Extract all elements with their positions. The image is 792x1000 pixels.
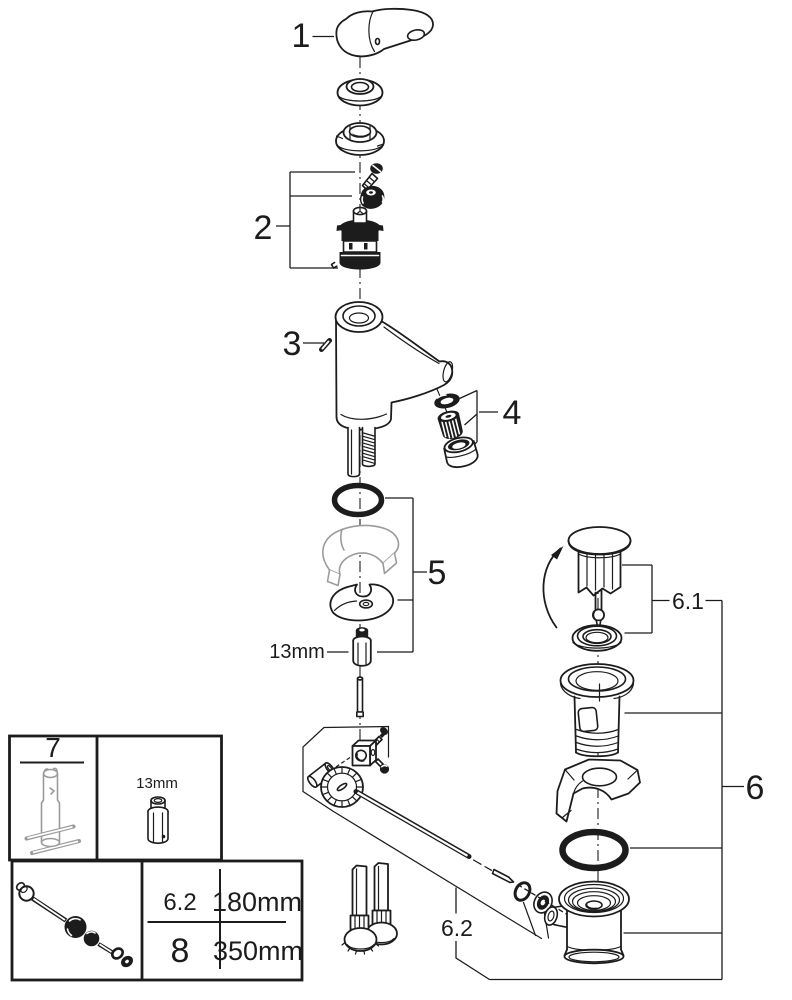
rod-o-ring [513,881,532,902]
rod-box [10,859,304,982]
rotate-arrow [542,547,562,629]
table-length-350: 350mm [213,936,303,966]
mounting-ring [335,122,385,156]
callout-label-3: 3 [283,325,302,363]
drain-tailpiece [543,880,630,965]
aerator-washer [434,393,460,409]
wrench-size-label: 13mm [269,641,325,663]
threaded-rod [356,676,364,718]
callout-label-5: 5 [428,554,447,592]
tool-box-label-7: 7 [45,732,61,763]
bracket-5 [377,497,427,653]
lever-handle [335,7,434,58]
callout-label-6-2: 6.2 [441,915,473,941]
dome-trim-ring [336,78,384,107]
aerator-insert [437,410,463,439]
body-o-ring [331,482,385,518]
bracket-6-2 [455,887,490,981]
bracket-2 [276,171,355,269]
ball-rod [15,882,133,968]
horseshoe-washer [329,583,395,622]
table-item-8: 8 [171,932,190,970]
table-length-180: 180mm [212,887,302,917]
tool-box [8,734,223,862]
callout-label-2: 2 [254,209,273,247]
knurled-knob [320,766,364,808]
table-item-6-2: 6.2 [163,889,196,916]
plug-seal-ring [571,624,623,652]
supply-shank-plain [347,426,361,478]
supply-hose-left [341,864,380,955]
wedge-gasket [555,758,641,823]
clamp-block [351,739,377,767]
aerator-housing [443,436,479,469]
callout-label-6: 6 [746,769,765,807]
clamp-screw-side [374,758,390,774]
supply-hose-right [365,862,398,946]
size-table [147,869,286,969]
popup-plug [542,526,632,629]
mounting-plane [302,725,390,793]
lever-hole [406,28,426,42]
drain-o-ring [559,828,629,872]
socket-size-label: 13mm [136,775,178,792]
socket-13mm [147,796,169,844]
bracket-6-1 [622,564,722,634]
cartridge [330,206,384,270]
faucet-body [319,301,454,478]
callout-label-6-1: 6.1 [672,588,704,614]
shaped-gasket-gray [322,524,400,587]
drain-flange [559,663,635,758]
mounting-nut-13mm [352,627,372,667]
linkage-assembly [302,725,569,916]
handle-screw [361,163,383,191]
leader-6-2-long [302,790,543,940]
callout-label-1: 1 [292,17,311,55]
callout-label-4: 4 [503,394,522,432]
pull-rod [353,789,515,884]
bracket-6 [489,600,744,981]
callout-brackets [276,35,744,981]
rod-cutout [577,706,599,733]
dome-cap-nut [359,185,385,209]
mounting-tool-7 [24,767,82,856]
